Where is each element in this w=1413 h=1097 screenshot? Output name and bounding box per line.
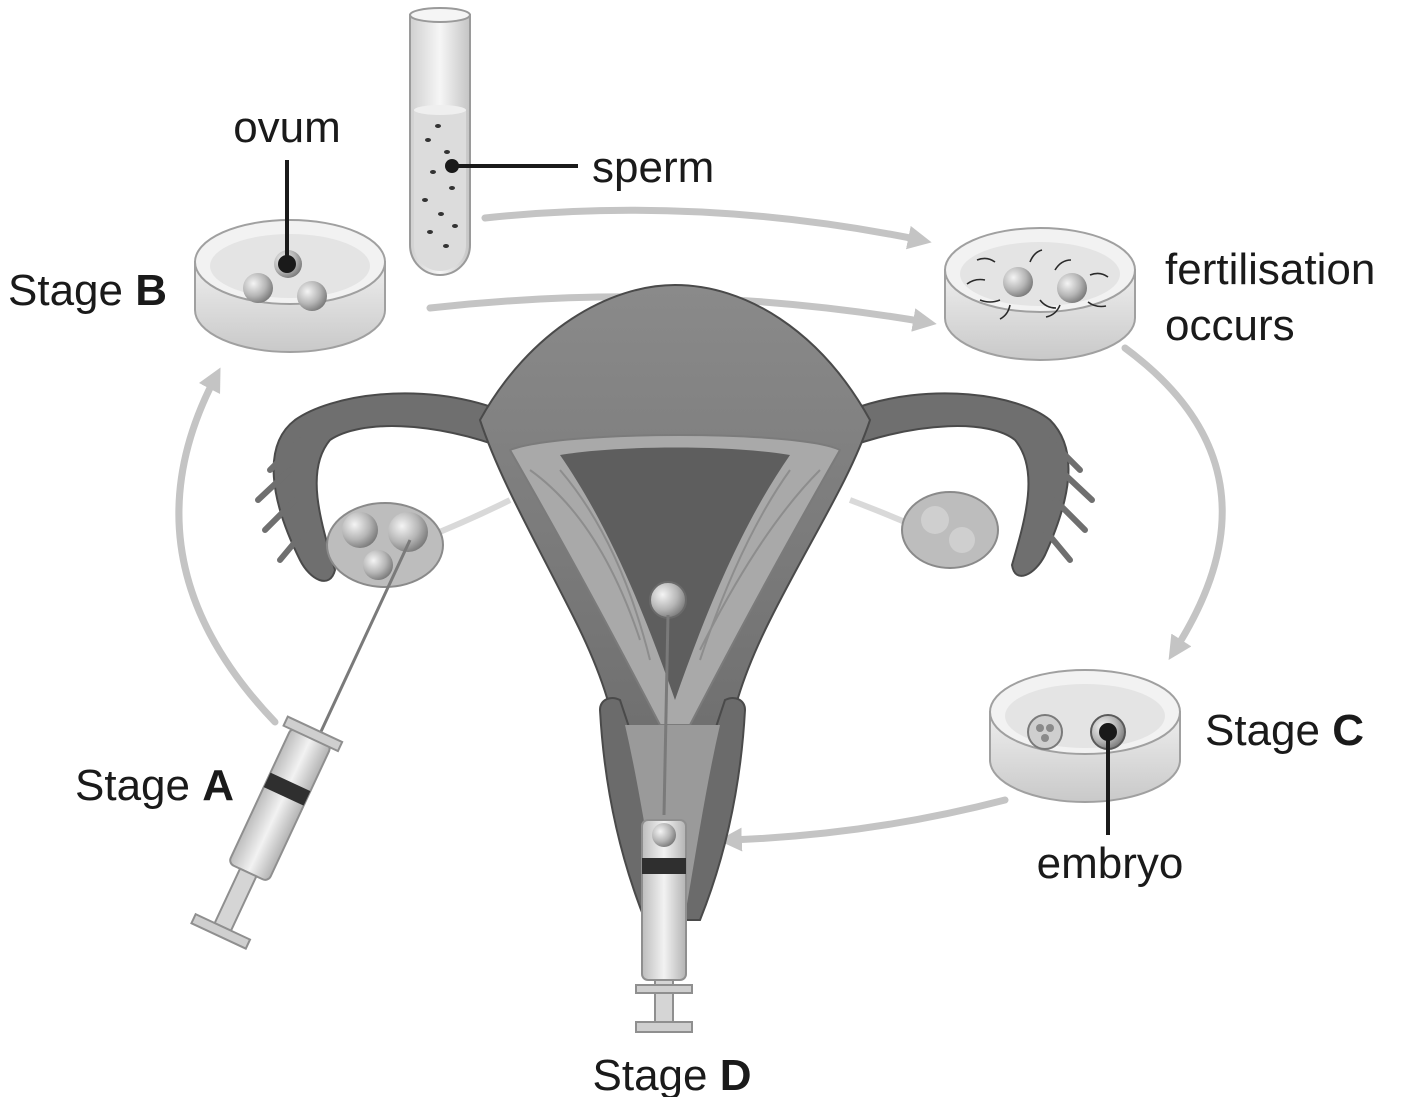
ovum-1 <box>243 273 273 303</box>
label-embryo: embryo <box>1037 839 1184 888</box>
ovum-3 <box>297 281 327 311</box>
arrow-stage-a-to-stage-b <box>179 378 275 722</box>
ovary-left <box>327 503 443 587</box>
arrow-stage-c-to-stage-d <box>730 800 1005 840</box>
petri-dish-b <box>195 220 385 352</box>
label-sperm: sperm <box>592 143 714 192</box>
arrow-fertilisation-to-stage-c <box>1125 348 1222 650</box>
test-tube <box>410 8 470 275</box>
ovary-right <box>902 492 998 568</box>
embryo-in-uterus <box>650 582 686 618</box>
embryo-cell-cluster <box>1028 715 1062 749</box>
label-stage-a: Stage A <box>75 761 234 810</box>
arrow-tube-to-fertilisation <box>485 210 920 240</box>
label-stage-b: Stage B <box>8 266 167 315</box>
label-stage-d: Stage D <box>593 1051 752 1097</box>
petri-dish-fertilisation <box>945 228 1135 360</box>
syringe-a <box>191 540 410 949</box>
label-ovum: ovum <box>233 103 341 152</box>
petri-dish-c <box>990 670 1180 802</box>
label-stage-c: Stage C <box>1205 706 1364 755</box>
